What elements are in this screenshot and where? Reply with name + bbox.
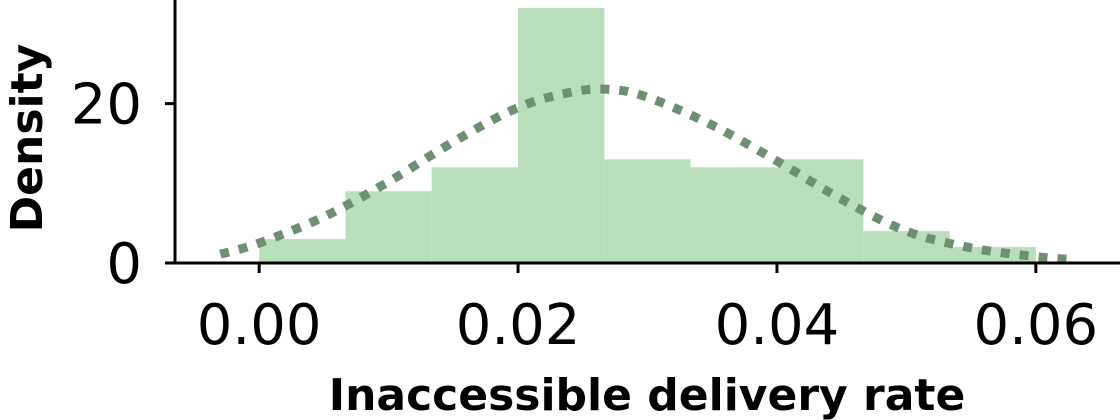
histogram-bar — [345, 191, 432, 263]
histogram-bar — [604, 159, 691, 263]
histogram-bar — [259, 239, 346, 263]
y-tick-label: 0 — [106, 232, 142, 297]
histogram-bars — [259, 7, 1036, 264]
tick-labels: 0.00 0.02 0.04 0.06 0 20 — [71, 73, 1098, 358]
axes — [165, 0, 1120, 273]
y-tick-label: 20 — [71, 73, 142, 138]
x-tick-label: 0.02 — [456, 293, 581, 358]
histogram-bar — [518, 7, 605, 264]
x-axis-title: Inaccessible delivery rate — [329, 370, 966, 420]
histogram-bar — [863, 231, 950, 263]
y-axis-title: Density — [2, 44, 53, 233]
x-tick-label: 0.04 — [715, 293, 840, 358]
histogram-bar — [776, 159, 864, 263]
x-tick-label: 0.06 — [974, 293, 1099, 358]
histogram-bar — [431, 167, 519, 263]
x-tick-label: 0.00 — [197, 293, 322, 358]
histogram-bar — [690, 167, 777, 263]
